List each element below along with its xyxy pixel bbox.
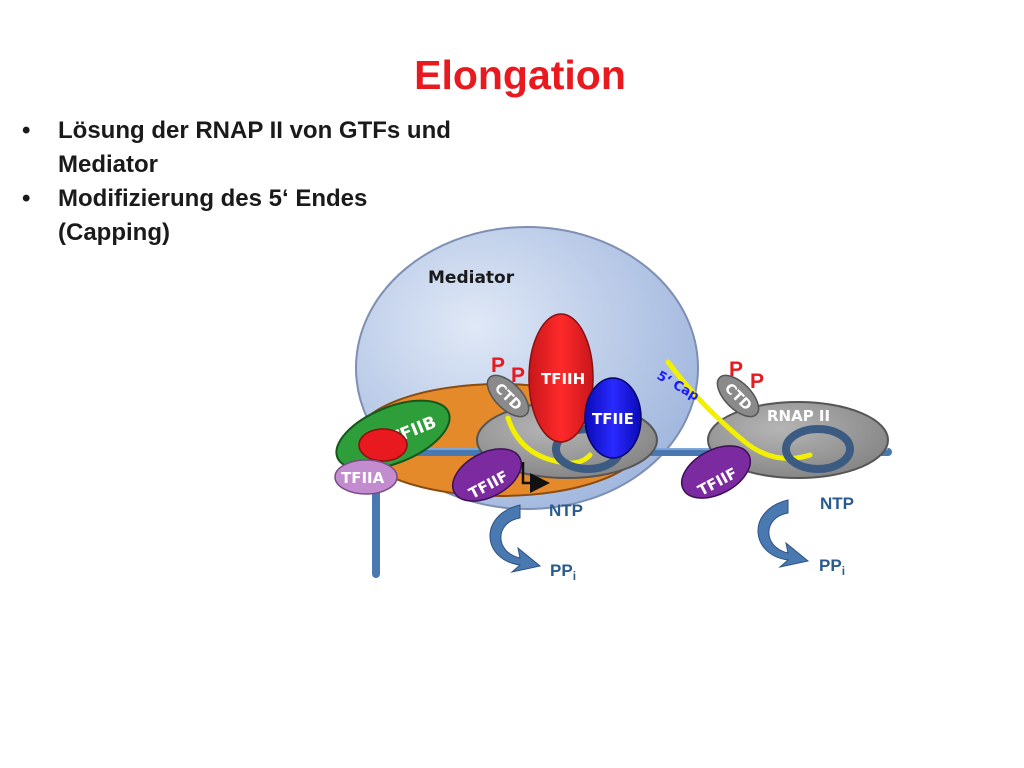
ntp-conversion-arrow-left: [489, 504, 542, 573]
bullet-item: • Modifizierung des 5‘ Endes (Capping): [22, 182, 478, 250]
tfiih-factor: [528, 313, 594, 443]
tfiie-label: TFIIE: [592, 410, 634, 428]
mediator-label: Mediator: [428, 268, 515, 288]
slide-title: Elongation: [414, 52, 626, 98]
bullet-marker: •: [22, 185, 31, 212]
bullet-marker: •: [22, 117, 31, 144]
ntp-conversion-arrow-right: [757, 499, 810, 568]
rna-exit-ring-right: [782, 425, 854, 473]
rnap-label: RNAP II: [767, 407, 830, 425]
ppi-label-right: PPi: [819, 556, 845, 578]
ctd-left-tail: [486, 374, 530, 418]
ntp-label-left: NTP: [549, 501, 583, 520]
ppi-label-left: PPi: [550, 561, 576, 583]
ntp-label-right: NTP: [820, 494, 854, 513]
tfiia-label: TFIIA: [341, 469, 385, 487]
phosphate-label: P: [750, 370, 764, 393]
tfiia-factor: [334, 459, 398, 495]
phosphate-label: P: [511, 364, 525, 387]
tfiie-factor: [584, 377, 642, 459]
tfiif-right-factor: [680, 445, 752, 499]
ppi-main: PP: [550, 561, 573, 580]
tfiif-left-factor: [451, 448, 523, 502]
ppi-subscript: i: [573, 569, 576, 583]
bullet-text: Lösung der RNAP II von GTFs und Mediator: [58, 117, 451, 178]
bullet-item: • Lösung der RNAP II von GTFs und Mediat…: [22, 114, 478, 182]
transcription-start-arrow: [521, 462, 550, 493]
tfiih-label: TFIIH: [541, 370, 585, 388]
ctd-right-tail: [716, 374, 760, 418]
bullet-text: Modifizierung des 5‘ Endes (Capping): [58, 185, 368, 246]
bullet-list: • Lösung der RNAP II von GTFs und Mediat…: [22, 114, 478, 250]
ppi-main: PP: [819, 556, 842, 575]
phosphate-label: P: [729, 358, 743, 381]
tbp-red-blob: [358, 428, 408, 462]
ppi-subscript: i: [842, 564, 845, 578]
phosphate-label: P: [491, 354, 505, 377]
